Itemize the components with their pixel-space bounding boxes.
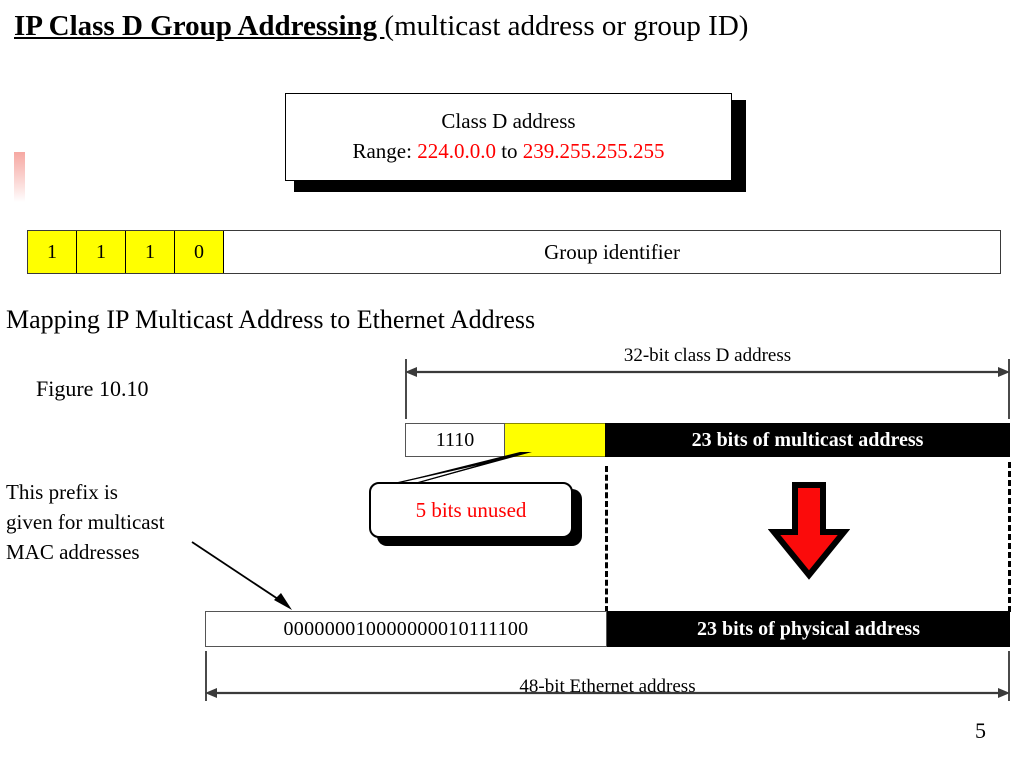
figure-label: Figure 10.10 [36, 376, 149, 401]
measure-32bit-double-arrow-icon [405, 367, 1010, 377]
pink-gradient-artifact [14, 152, 25, 202]
ip-prefix-segment: 1110 [405, 423, 505, 457]
measure-32bit-tick-left [405, 359, 407, 419]
prefix-pointer-arrow-icon [191, 541, 292, 610]
ethernet-physical-bits-segment: 23 bits of physical address [607, 611, 1010, 647]
measure-48bit-label: 48-bit Ethernet address [519, 676, 696, 697]
measure-48bit-double-arrow-icon [205, 688, 1010, 698]
ethernet-address-bar: 000000010000000010111100 23 bits of phys… [205, 611, 1010, 647]
prefix-note-text: This prefix is given for multicast MAC a… [6, 477, 165, 567]
unused-bits-callout: 5 bits unused [369, 482, 573, 538]
measure-48bit-tick-right [1008, 651, 1010, 701]
dashed-connector-left [605, 466, 608, 612]
class-d-box-line1: Class D address [441, 109, 576, 133]
dashed-connector-right [1008, 462, 1011, 612]
measure-32bit-tick-right [1008, 359, 1010, 419]
ethernet-binary-prefix-segment: 000000010000000010111100 [205, 611, 607, 647]
class-d-box-range: Range: 224.0.0.0 to 239.255.255.255 [286, 136, 731, 166]
red-down-arrow-icon [768, 482, 850, 580]
ip-multicast-bits-segment: 23 bits of multicast address [605, 423, 1010, 457]
measure-48bit-tick-left [205, 651, 207, 701]
range-end-value: 239.255.255.255 [522, 139, 665, 163]
range-joiner: to [495, 139, 523, 163]
class-d-bit-field-bar: 1 1 1 0 Group identifier [27, 230, 1001, 274]
page-title-main: IP Class D Group Addressing [14, 10, 385, 42]
ip-multicast-address-bar: 1110 23 bits of multicast address [405, 423, 1010, 457]
ip-unused-bits-segment [505, 423, 605, 457]
bit-cell-1: 1 [77, 231, 126, 273]
measure-32bit-label: 32-bit class D address [623, 345, 792, 366]
prefix-note-line-3: MAC addresses [6, 540, 140, 564]
page-title-sub: (multicast address or group ID) [384, 10, 749, 42]
bit-cell-3: 0 [175, 231, 224, 273]
bit-cell-2: 1 [126, 231, 175, 273]
prefix-note-line-2: given for multicast [6, 510, 165, 534]
page-title: IP Class D Group Addressing (multicast a… [14, 8, 748, 44]
section-heading: Mapping IP Multicast Address to Ethernet… [6, 305, 536, 334]
group-identifier-field: Group identifier [224, 231, 1000, 273]
class-d-address-box: Class D address Range: 224.0.0.0 to 239.… [285, 93, 732, 181]
range-label: Range: [352, 139, 418, 163]
bit-cell-0: 1 [28, 231, 77, 273]
page-number: 5 [975, 718, 986, 743]
prefix-note-line-1: This prefix is [6, 480, 118, 504]
range-start-value: 224.0.0.0 [417, 139, 496, 163]
unused-bits-callout-label: 5 bits unused [415, 497, 527, 522]
